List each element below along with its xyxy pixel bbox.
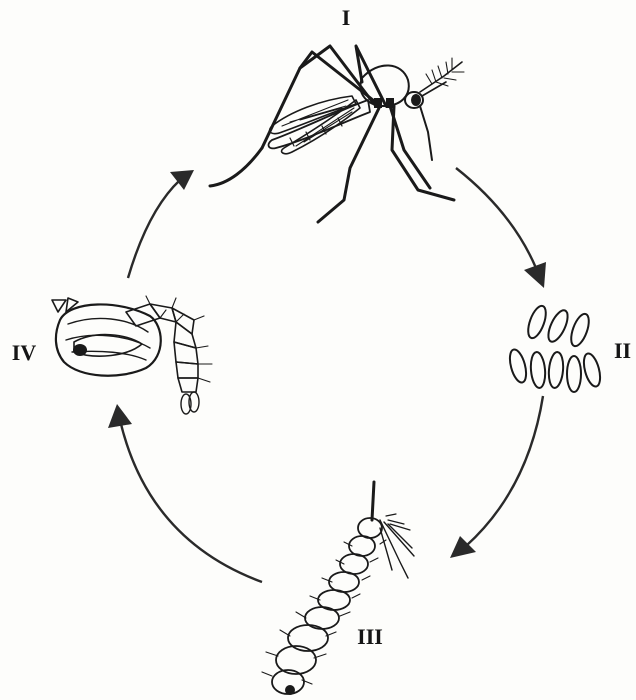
mosquito-adult-icon <box>210 46 464 222</box>
cycle-arrow-4-to-1 <box>128 170 194 278</box>
mosquito-eggs-icon <box>507 304 603 392</box>
stage-label-4: IV <box>12 340 37 365</box>
stage-label-1: I <box>342 5 351 30</box>
stage-label-3: III <box>357 624 383 649</box>
mosquito-larva-icon <box>262 482 414 695</box>
cycle-arrow-2-to-3 <box>450 396 543 558</box>
mosquito-pupa-icon <box>52 296 212 414</box>
cycle-arrow-3-to-4 <box>108 404 262 582</box>
cycle-arrow-1-to-2 <box>456 168 546 288</box>
stage-label-2: II <box>614 338 631 363</box>
